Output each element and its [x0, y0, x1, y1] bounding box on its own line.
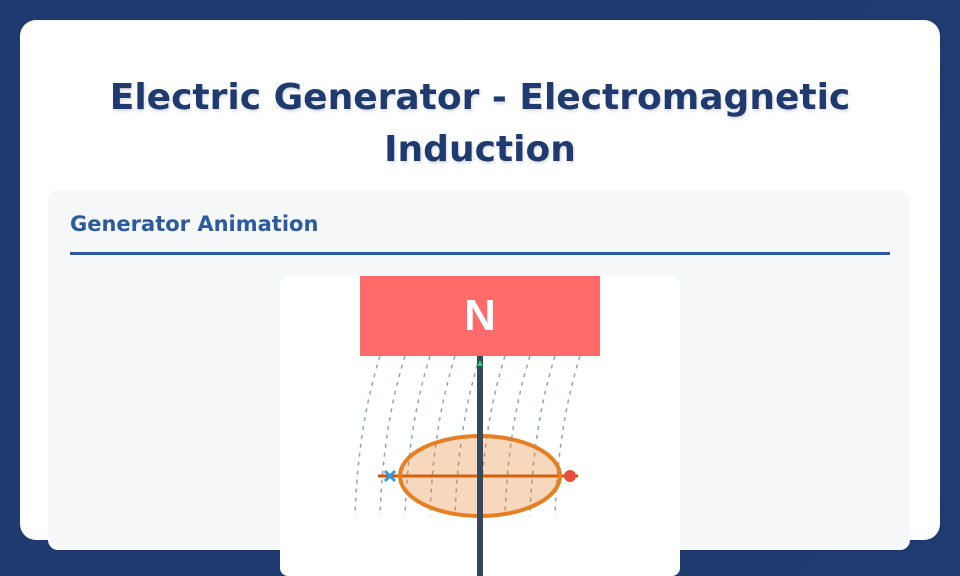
heading-divider [70, 252, 890, 255]
rotation-rod [477, 356, 483, 576]
main-card: Electric Generator - Electromagnetic Ind… [20, 20, 940, 576]
generator-canvas: N [280, 276, 680, 576]
animation-panel: Generator Animation N [48, 190, 910, 576]
section-heading: Generator Animation [70, 212, 319, 236]
negative-terminal-icon [383, 469, 397, 483]
magnet-north [360, 276, 600, 356]
generator-diagram: N [354, 276, 600, 576]
field-line [379, 355, 406, 517]
page-title: Electric Generator - Electromagnetic Ind… [109, 77, 851, 170]
field-line [554, 355, 581, 517]
positive-terminal-icon [564, 470, 576, 482]
magnet-label: N [464, 291, 496, 340]
field-line [354, 355, 381, 517]
direction-arrow-icon [477, 360, 483, 366]
